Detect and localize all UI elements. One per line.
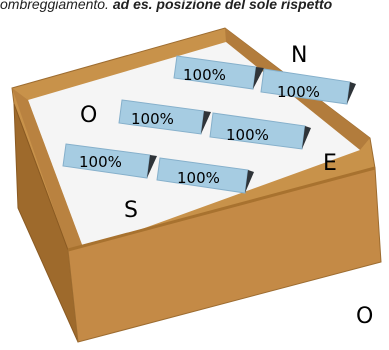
label-south: S bbox=[124, 198, 138, 223]
solar-panel: 100% bbox=[62, 143, 157, 179]
box-rim-edge bbox=[67, 166, 376, 252]
label-north: N bbox=[291, 43, 307, 68]
solar-panel: 100% bbox=[118, 99, 211, 135]
box-inner-left-wall bbox=[12, 88, 84, 250]
solar-panel: 100% bbox=[173, 55, 264, 90]
solar-panel: 100% bbox=[156, 157, 254, 194]
panel-value: 100% bbox=[131, 110, 174, 128]
panel-value: 100% bbox=[79, 153, 122, 171]
caption-lead: ombreggiamento. bbox=[0, 0, 109, 12]
label-east: E bbox=[323, 151, 337, 176]
panel-value: 100% bbox=[277, 83, 320, 101]
solar-panel: 100% bbox=[209, 112, 311, 150]
solar-panel: 100% bbox=[260, 68, 356, 105]
panel-value: 100% bbox=[183, 66, 226, 84]
label-west: O bbox=[80, 103, 97, 128]
panel-value: 100% bbox=[226, 126, 269, 144]
label-west-side: O bbox=[356, 304, 373, 329]
caption-bold: ad es. posizione del sole rispetto bbox=[108, 0, 333, 12]
panel-value: 100% bbox=[177, 169, 220, 187]
caption: ombreggiamento. ad es. posizione del sol… bbox=[0, 0, 389, 16]
